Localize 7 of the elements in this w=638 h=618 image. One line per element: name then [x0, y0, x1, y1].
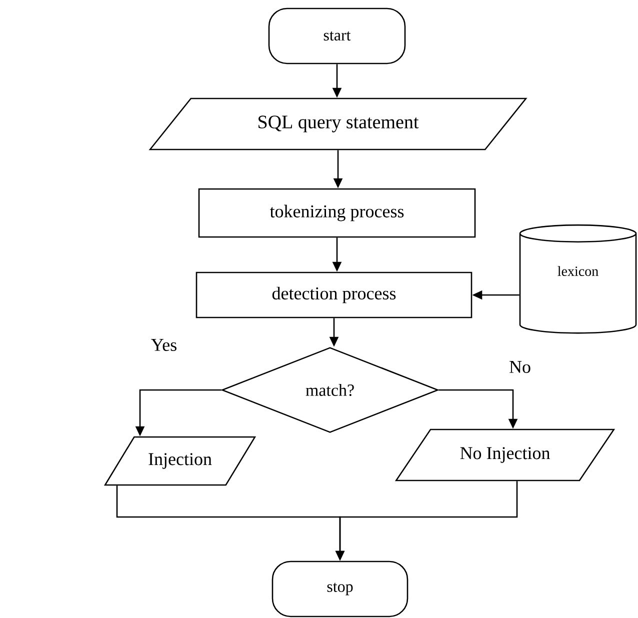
terminal-box: start — [268, 8, 406, 64]
database-cylinder: lexicon — [519, 224, 637, 334]
edge-label: Yes — [150, 338, 178, 352]
process-box: detection process — [196, 272, 472, 318]
edge-label: No — [508, 360, 532, 374]
process-box: tokenizing process — [198, 188, 476, 238]
terminal-box: stop — [272, 560, 408, 618]
